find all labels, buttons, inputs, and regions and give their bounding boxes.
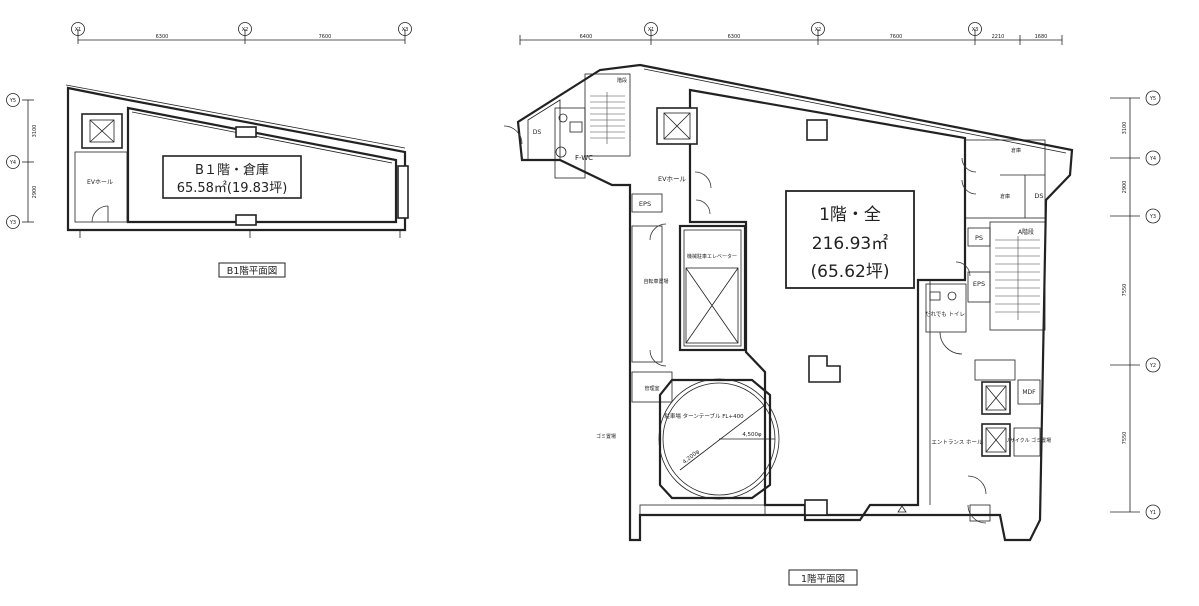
f1-ds-left-label: DS — [533, 129, 542, 136]
f1-grid-y1: Y1 — [1149, 510, 1156, 516]
f1-grid-x2: X2 — [815, 27, 822, 33]
b1-room-area: 65.58㎡(19.83坪) — [177, 181, 288, 196]
f1-dim-y-1: 3100 — [1122, 122, 1128, 135]
f1-storage-1-label: 倉庫 — [1011, 147, 1021, 154]
f1-fwc-label: F-WC — [575, 154, 593, 162]
f1-dim-y-2: 2900 — [1122, 181, 1128, 194]
f1-dim-x-3: 7600 — [890, 34, 903, 40]
b1-dim-y-2: 2900 — [32, 186, 38, 199]
f1-stair-a-label: A階段 — [1018, 228, 1034, 236]
b1-grid-y5: Y5 — [9, 98, 16, 104]
f1-room-name: 1階・全 — [819, 205, 881, 225]
f1-room-label-box — [785, 190, 915, 289]
b1-dim-y-1: 3100 — [32, 125, 38, 138]
b1-floor-plan: 6300 7600 X1 X2 X3 Y5 Y4 Y3 3100 2900 — [6, 22, 412, 278]
f1-floor-plan: 6400 6300 7600 2210 1680 X1 X2 X3 Y5 Y4 … — [503, 22, 1161, 586]
f1-ps-label: PS — [975, 234, 983, 242]
f1-toilet-label: だれでも トイレ — [925, 311, 965, 318]
f1-room-area: 216.93㎡ — [812, 234, 888, 254]
f1-parking-ev-label: 機械駐車エレベーター — [687, 253, 737, 260]
f1-grid-y4: Y4 — [1149, 156, 1156, 162]
b1-grid-x1: X1 — [75, 27, 82, 33]
b1-grid-y3: Y3 — [9, 220, 16, 226]
b1-room-label-box — [162, 155, 302, 199]
f1-grid-y2: Y2 — [1149, 363, 1156, 369]
f1-grid-x1: X1 — [648, 27, 655, 33]
f1-title-box — [788, 569, 858, 586]
b1-grid-x3: X3 — [402, 27, 409, 33]
f1-dim-y-3: 7550 — [1122, 284, 1128, 297]
b1-ev-hall-label: EVホール — [87, 179, 113, 186]
b1-title: B1階平面図 — [227, 266, 278, 277]
f1-garbage-label: ゴミ置場 — [596, 433, 616, 440]
f1-eps-left-label: EPS — [639, 200, 651, 208]
f1-storage-2-label: 倉庫 — [1000, 193, 1010, 200]
f1-dim-x-2: 6300 — [728, 34, 741, 40]
f1-recycle-label: リサイクル ゴミ置場 — [1005, 437, 1051, 444]
f1-dim-x-4: 2210 — [992, 34, 1005, 40]
f1-turntable-label: 駐車場 ターンテーブル FL+400 — [664, 412, 744, 420]
b1-dim-x-1: 6300 — [156, 34, 169, 40]
f1-dim-x-5: 1680 — [1035, 34, 1048, 40]
f1-manager-label: 管理室 — [644, 385, 659, 392]
f1-ev-hall-label: EVホール — [658, 175, 687, 183]
f1-diameter-2: 4,200φ — [682, 449, 701, 466]
f1-entrance-label: エントランス ホール — [931, 439, 983, 446]
f1-bike-label: 自転車置場 — [643, 278, 668, 285]
f1-room-tsubo: (65.62坪) — [811, 262, 890, 282]
f1-dim-y-4: 7550 — [1122, 432, 1128, 445]
f1-grid-x3: X3 — [972, 27, 979, 33]
f1-grid-y3: Y3 — [1149, 214, 1156, 220]
f1-title: 1階平面図 — [801, 574, 845, 585]
b1-grid-x2: X2 — [242, 27, 249, 33]
f1-dim-x-1: 6400 — [580, 34, 593, 40]
f1-stair-top-label: 階段 — [617, 77, 627, 84]
b1-title-box — [218, 262, 286, 278]
b1-grid-y4: Y4 — [9, 160, 16, 166]
f1-eps-right-label: EPS — [973, 280, 985, 288]
b1-dim-x-2: 7600 — [319, 34, 332, 40]
f1-ds-right-label: DS — [1034, 192, 1043, 200]
b1-room-name: B１階・倉庫 — [195, 163, 269, 178]
f1-diameter-1: 4,500φ — [742, 432, 762, 438]
f1-grid-y5: Y5 — [1149, 96, 1156, 102]
f1-mdf-label: MDF — [1022, 389, 1036, 396]
